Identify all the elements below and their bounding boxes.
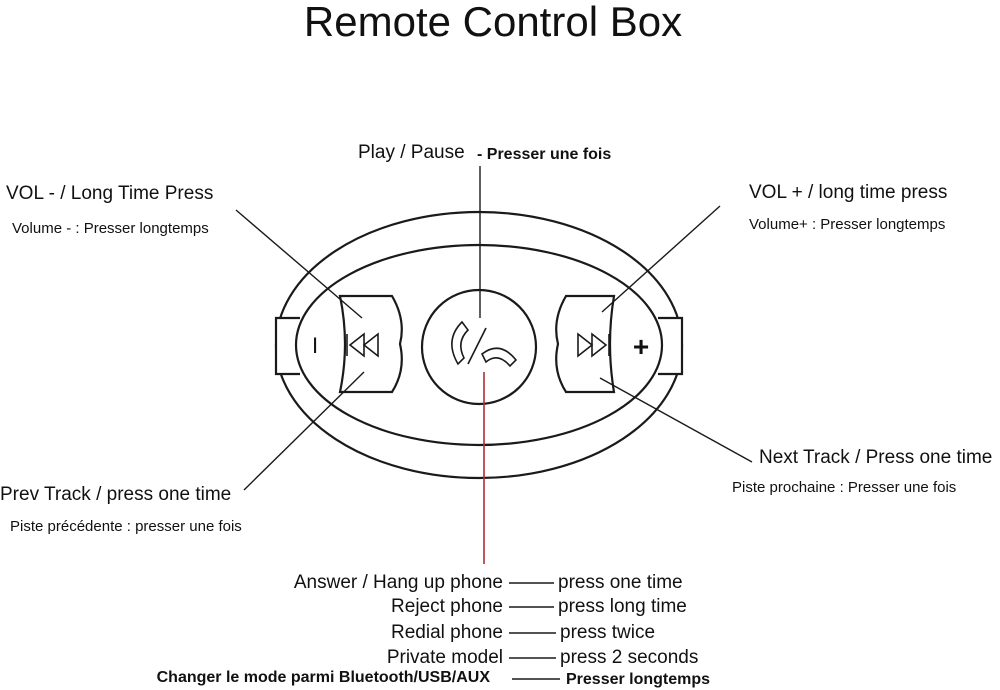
vol-plus-label: VOL + / long time press bbox=[749, 182, 947, 203]
vol-plus-leader bbox=[601, 205, 721, 313]
play-pause-button[interactable] bbox=[420, 288, 538, 406]
next-track-leader bbox=[599, 377, 753, 463]
vol-minus-side-mark: I bbox=[312, 333, 318, 358]
skip-forward-icon bbox=[577, 332, 610, 358]
remote-right-tab bbox=[658, 316, 684, 376]
next-track-note: Piste prochaine : Presser une fois bbox=[732, 479, 956, 496]
page-title: Remote Control Box bbox=[304, 0, 682, 45]
phone-function-action: Private model bbox=[387, 647, 503, 668]
mode-switch-press: Presser longtemps bbox=[566, 671, 710, 688]
phone-functions-list: Answer / Hang up phone press one time Re… bbox=[157, 572, 711, 688]
skip-back-icon bbox=[346, 332, 379, 358]
prev-track-leader bbox=[243, 371, 365, 491]
phone-answer-hangup-icon bbox=[451, 320, 518, 368]
vol-minus-note: Volume - : Presser longtemps bbox=[12, 220, 209, 237]
phone-function-press: press long time bbox=[558, 596, 687, 617]
next-track-label: Next Track / Press one time bbox=[759, 447, 992, 468]
mode-switch-action: Changer le mode parmi Bluetooth/USB/AUX bbox=[157, 669, 491, 686]
prev-track-button[interactable] bbox=[338, 294, 403, 394]
phone-function-action: Redial phone bbox=[391, 622, 503, 643]
phone-function-press: press twice bbox=[560, 622, 655, 643]
phone-function-press: press 2 seconds bbox=[560, 647, 698, 668]
vol-plus-note: Volume+ : Presser longtemps bbox=[749, 216, 945, 233]
phone-function-action: Reject phone bbox=[391, 596, 503, 617]
phone-function-action: Answer / Hang up phone bbox=[294, 572, 503, 593]
play-pause-label: Play / Pause bbox=[358, 142, 465, 163]
prev-track-note: Piste précédente : presser une fois bbox=[10, 518, 242, 535]
vol-minus-leader bbox=[235, 209, 363, 319]
next-track-button[interactable] bbox=[555, 294, 616, 394]
play-pause-note: - Presser une fois bbox=[477, 146, 611, 163]
phone-function-press: press one time bbox=[558, 572, 683, 593]
prev-track-label: Prev Track / press one time bbox=[0, 484, 231, 505]
vol-plus-side-mark: + bbox=[633, 331, 649, 362]
vol-minus-label: VOL - / Long Time Press bbox=[6, 183, 213, 204]
